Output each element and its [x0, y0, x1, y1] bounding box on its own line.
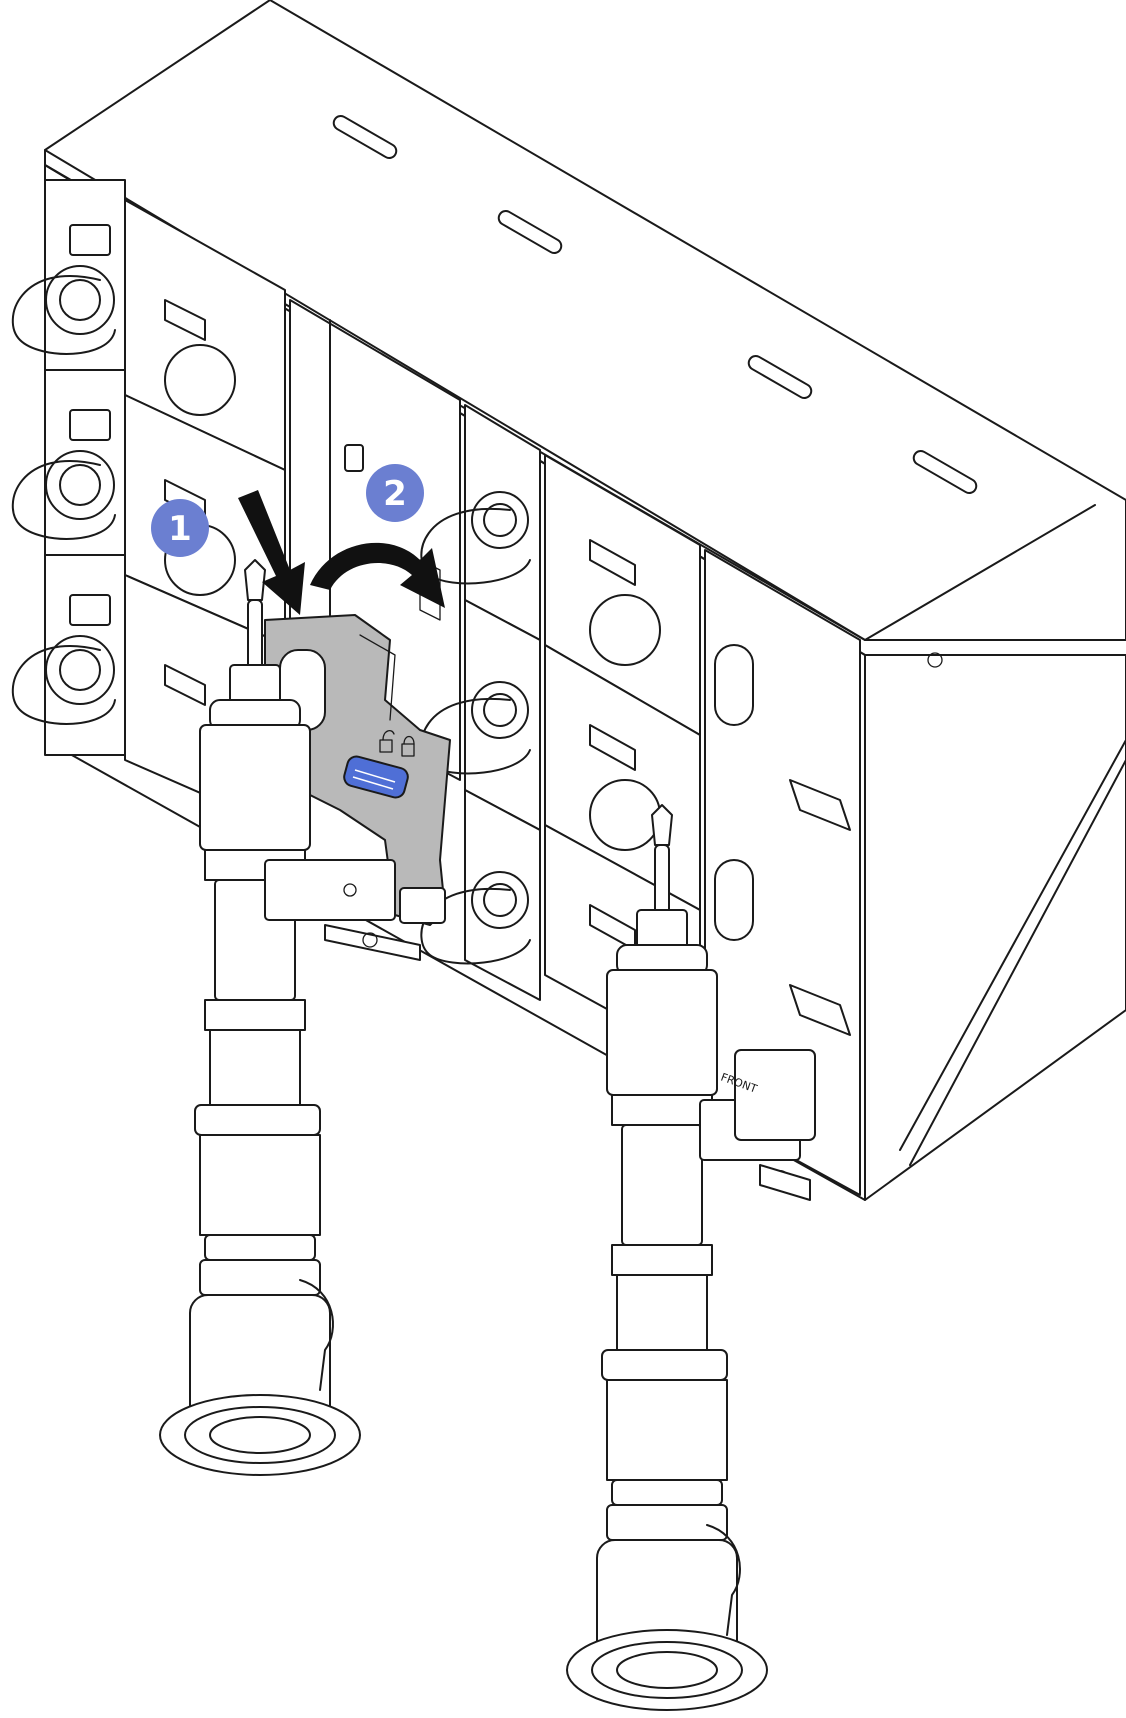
psu-fan: [45, 450, 115, 520]
psu-latch: [69, 594, 111, 626]
right-edge-bays: [704, 549, 861, 1196]
psu-latch: [69, 409, 111, 441]
vent-slots: [332, 115, 978, 494]
bay-handle: [789, 984, 851, 1036]
callout-2-circle: [366, 464, 424, 522]
connector-block: [734, 1049, 816, 1141]
psu-column-right: [420, 404, 541, 1001]
psu-fan: [45, 635, 115, 705]
psu-column-left: [11, 179, 126, 756]
chassis: [44, 0, 1126, 1201]
unlock-icon: [379, 729, 415, 757]
callout-2-number: 2: [383, 474, 407, 514]
bay-handle: [789, 779, 851, 831]
down-arrow-icon: [238, 490, 305, 615]
bay-latch: [344, 444, 364, 472]
callout-1-number: 1: [168, 509, 192, 549]
mounting-bracket: [264, 859, 396, 921]
filler-handle: [589, 539, 636, 586]
release-tab: [343, 755, 409, 799]
filler-handle: [589, 724, 636, 771]
psu-fan: [45, 265, 115, 335]
psu-handle: [420, 887, 531, 965]
psu-handle: [11, 459, 116, 540]
filler-handle: [164, 664, 206, 706]
drip-sensor-bracket: [264, 614, 451, 926]
curved-arrow-icon: [310, 542, 445, 608]
psu-latch: [69, 224, 111, 256]
psu-handle: [11, 274, 116, 355]
callout-1-circle: [151, 499, 209, 557]
filler-handle: [164, 299, 206, 341]
water-pipe-left: [159, 559, 421, 1476]
bracket-foot: [399, 887, 446, 924]
water-pipe-right: FRONT: [566, 804, 816, 1711]
callout-1: 1: [151, 499, 209, 557]
psu-handle: [11, 644, 116, 725]
callout-2: 2: [366, 464, 424, 522]
